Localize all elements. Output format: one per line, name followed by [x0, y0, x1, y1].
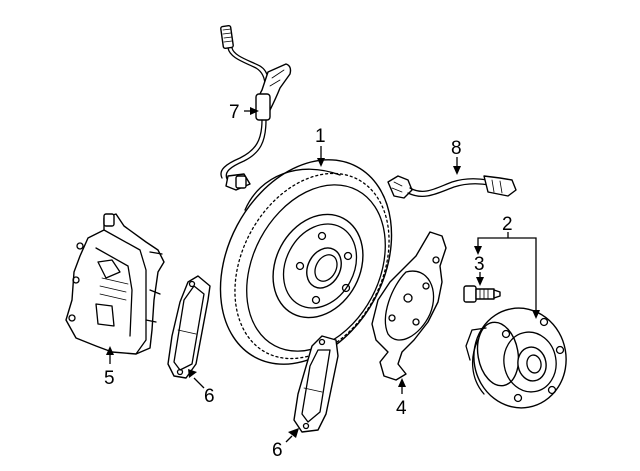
brake-caliper[interactable]: [65, 213, 165, 355]
abs-sensor[interactable]: [387, 175, 517, 199]
callout-8: 8: [451, 138, 462, 159]
callout-4: 4: [396, 398, 407, 419]
callout-1: 1: [315, 126, 326, 147]
callout-leaders: [106, 107, 540, 443]
brake-rotor[interactable]: [186, 130, 425, 394]
wheel-stud[interactable]: [463, 285, 501, 303]
callout-6-left: 6: [204, 386, 215, 407]
hub-bearing[interactable]: [465, 301, 574, 415]
splash-shield[interactable]: [371, 231, 447, 381]
wear-sensor-wire[interactable]: [220, 24, 292, 191]
callout-7: 7: [229, 102, 240, 123]
callout-6-bottom: 6: [272, 440, 283, 461]
callout-3: 3: [474, 254, 485, 275]
callout-5: 5: [104, 368, 115, 389]
brake-pads-left[interactable]: [167, 275, 211, 379]
brake-pads-bottom[interactable]: [293, 335, 339, 433]
callout-2: 2: [502, 214, 513, 235]
